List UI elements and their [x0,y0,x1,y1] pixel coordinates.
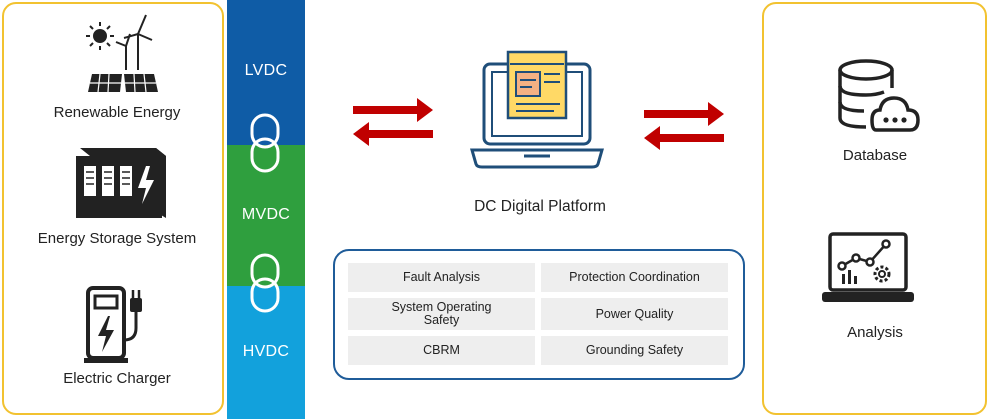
function-fault-analysis: Fault Analysis [348,263,535,292]
function-grounding-safety: Grounding Safety [541,336,728,365]
analysis-label: Analysis [847,324,903,341]
ev-charger-icon [84,286,142,363]
renewable-energy-label: Renewable Energy [53,104,181,121]
platform-title: DC Digital Platform [474,198,606,215]
mvdc-label: MVDC [241,206,291,223]
platform-functions-grid: Fault Analysis Protection Coordination S… [348,263,730,365]
band-lvdc: LVDC [227,0,305,145]
electric-charger-label: Electric Charger [63,370,171,387]
function-system-operating-safety: System Operating Safety [348,298,535,330]
chain-link-icon [250,113,280,173]
hvdc-label: HVDC [242,343,290,360]
double-arrow-icon [353,98,433,146]
band-hvdc: HVDC [227,286,305,419]
outputs-panel [762,2,987,415]
function-power-quality: Power Quality [541,298,728,330]
battery-storage-icon [76,148,166,218]
chain-link-icon [250,253,280,313]
platform-functions-box [333,249,745,380]
laptop-document-icon [470,50,604,169]
lvdc-label: LVDC [244,62,288,79]
sun-icon [86,22,114,50]
solar-panel-icon [88,73,158,93]
function-protection-coordination: Protection Coordination [541,263,728,292]
laptop-analytics-icon [822,232,914,302]
wind-turbine-icon [115,14,153,70]
database-label: Database [842,147,908,164]
band-mvdc: MVDC [227,145,305,286]
double-arrow-icon [644,102,724,150]
energy-storage-label: Energy Storage System [37,230,197,247]
function-cbrm: CBRM [348,336,535,365]
renewable-energy-icon [86,14,158,93]
database-cloud-icon [838,59,920,132]
